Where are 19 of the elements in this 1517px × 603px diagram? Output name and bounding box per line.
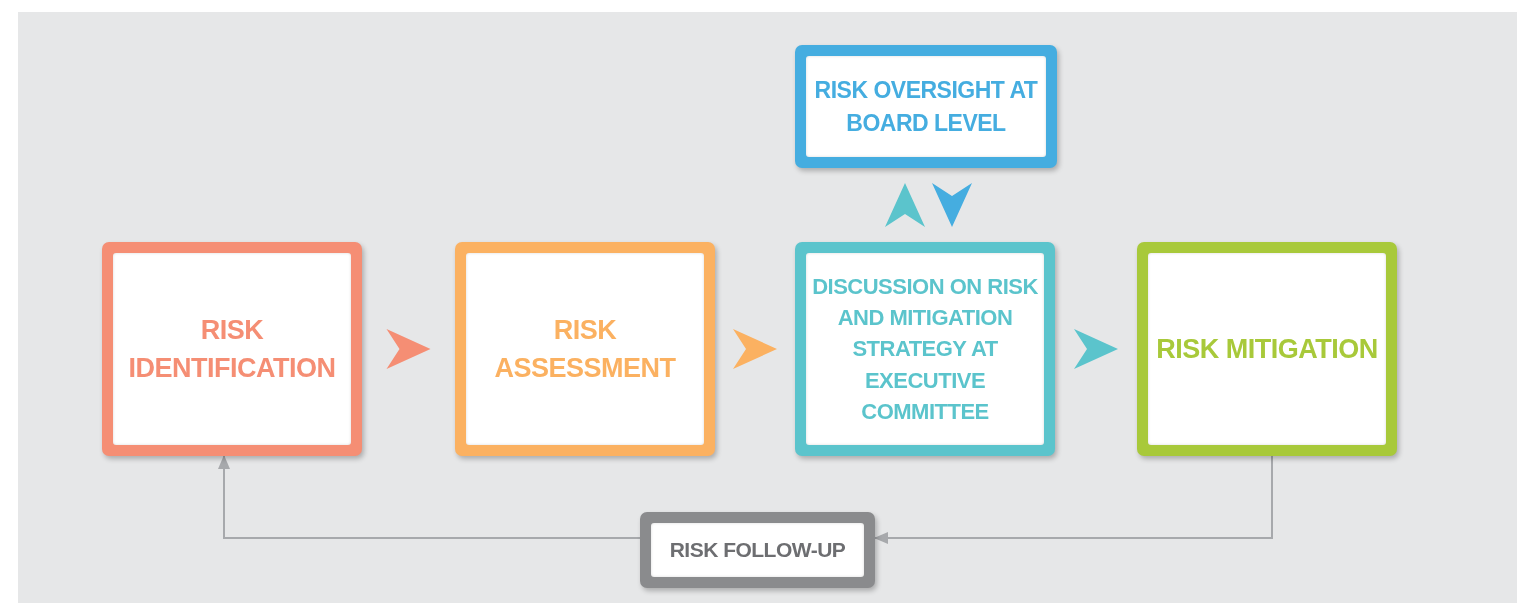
chevron-arrow [1074, 329, 1118, 369]
chevron-arrow [885, 183, 925, 227]
box-label: RISK ASSESSMENT [493, 313, 677, 385]
process-box [795, 45, 1057, 168]
process-box [455, 242, 715, 456]
process-box [640, 512, 875, 588]
process-box [795, 242, 1055, 456]
process-box [1137, 242, 1397, 456]
box-label: DISCUSSION ON RISK AND MITIGATION STRATEGY AT EXECUTIVE COMMITTEE [811, 272, 1039, 426]
box-label: RISK MITIGATION [1155, 332, 1379, 366]
chevron-arrow [932, 183, 972, 227]
chevron-arrow [386, 329, 431, 369]
box-label: RISK OVERSIGHT AT BOARD LEVEL [813, 75, 1039, 138]
arrow [874, 455, 1273, 544]
arrow [218, 455, 641, 539]
process-box [102, 242, 362, 456]
box-label: RISK IDENTIFICATION [127, 313, 337, 385]
chevron-arrow [733, 329, 777, 369]
box-label: RISK FOLLOW-UP [668, 537, 847, 564]
